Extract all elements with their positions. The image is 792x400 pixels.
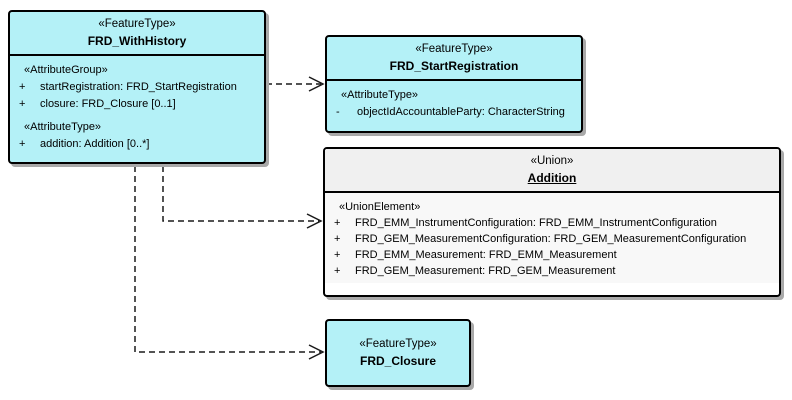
- open-arrowhead-icon: [308, 344, 325, 360]
- class-name: FRD_Closure: [359, 354, 436, 368]
- group-stereotype-label: «UnionElement»: [339, 201, 421, 213]
- attribute-row[interactable]: + FRD_GEM_Measurement: FRD_GEM_Measureme…: [327, 263, 777, 279]
- stereotype-label: «FeatureType»: [415, 43, 493, 55]
- attribute-row[interactable]: + startRegistration: FRD_StartRegistrati…: [12, 79, 262, 96]
- open-arrowhead-icon: [306, 213, 323, 229]
- class-name: FRD_StartRegistration: [389, 59, 519, 73]
- attribute-row[interactable]: - objectIdAccountableParty: CharacterStr…: [329, 104, 579, 121]
- attribute-text: addition: Addition [0..*]: [40, 138, 150, 150]
- class-box-frd-startregistration[interactable]: «FeatureType» FRD_StartRegistration «Att…: [325, 35, 583, 133]
- connector-withhistory-to-closure[interactable]: [134, 166, 325, 360]
- class-header: «Union» Addition: [325, 149, 779, 193]
- attribute-text: objectIdAccountableParty: CharacterStrin…: [357, 106, 565, 118]
- visibility-marker: +: [334, 249, 341, 261]
- attribute-text: FRD_EMM_InstrumentConfiguration: FRD_EMM…: [355, 217, 717, 229]
- class-box-addition[interactable]: «Union» Addition «UnionElement» + FRD_EM…: [323, 147, 781, 297]
- attribute-row[interactable]: + closure: FRD_Closure [0..1]: [12, 96, 262, 113]
- attribute-compartment: «UnionElement» + FRD_EMM_InstrumentConfi…: [325, 193, 779, 283]
- attribute-row[interactable]: + FRD_EMM_Measurement: FRD_EMM_Measureme…: [327, 247, 777, 263]
- class-header: «FeatureType» FRD_Closure: [327, 332, 469, 374]
- class-name: Addition: [527, 171, 577, 185]
- attribute-compartment: «AttributeType» - objectIdAccountablePar…: [327, 81, 581, 125]
- class-box-frd-withhistory[interactable]: «FeatureType» FRD_WithHistory «Attribute…: [8, 10, 266, 164]
- attribute-row[interactable]: + FRD_EMM_InstrumentConfiguration: FRD_E…: [327, 215, 777, 231]
- group-stereotype-label: «AttributeGroup»: [24, 64, 108, 76]
- connector-withhistory-to-startregistration[interactable]: [266, 76, 325, 92]
- visibility-marker: +: [334, 233, 341, 245]
- attribute-row[interactable]: + addition: Addition [0..*]: [12, 136, 262, 153]
- attribute-compartment: «AttributeGroup» + startRegistration: FR…: [10, 56, 264, 157]
- stereotype-label: «Union»: [530, 155, 574, 167]
- attribute-text: closure: FRD_Closure [0..1]: [40, 98, 176, 110]
- attribute-section: «AttributeType» - objectIdAccountablePar…: [329, 87, 579, 121]
- connector-withhistory-to-addition[interactable]: [162, 166, 323, 229]
- attribute-text: FRD_GEM_MeasurementConfiguration: FRD_GE…: [355, 233, 747, 245]
- class-header: «FeatureType» FRD_StartRegistration: [327, 37, 581, 81]
- group-stereotype-label: «AttributeType»: [24, 121, 102, 133]
- visibility-marker: +: [19, 81, 26, 93]
- attribute-section: «UnionElement» + FRD_EMM_InstrumentConfi…: [327, 199, 777, 279]
- attribute-section: «AttributeGroup» + startRegistration: FR…: [12, 62, 262, 113]
- visibility-marker: +: [19, 98, 26, 110]
- class-name: FRD_WithHistory: [87, 34, 187, 48]
- open-arrowhead-icon: [308, 76, 325, 92]
- stereotype-label: «FeatureType»: [359, 338, 437, 350]
- class-box-frd-closure[interactable]: «FeatureType» FRD_Closure: [325, 319, 471, 387]
- attribute-text: startRegistration: FRD_StartRegistration: [40, 81, 237, 93]
- class-header: «FeatureType» FRD_WithHistory: [10, 12, 264, 56]
- stereotype-label: «FeatureType»: [98, 18, 176, 30]
- visibility-marker: -: [336, 106, 340, 118]
- visibility-marker: +: [19, 138, 26, 150]
- attribute-row[interactable]: + FRD_GEM_MeasurementConfiguration: FRD_…: [327, 231, 777, 247]
- visibility-marker: +: [334, 265, 341, 277]
- visibility-marker: +: [334, 217, 341, 229]
- attribute-text: FRD_EMM_Measurement: FRD_EMM_Measurement: [355, 249, 617, 261]
- attribute-text: FRD_GEM_Measurement: FRD_GEM_Measurement: [355, 265, 616, 277]
- attribute-section: «AttributeType» + addition: Addition [0.…: [12, 119, 262, 153]
- group-stereotype-label: «AttributeType»: [341, 89, 419, 101]
